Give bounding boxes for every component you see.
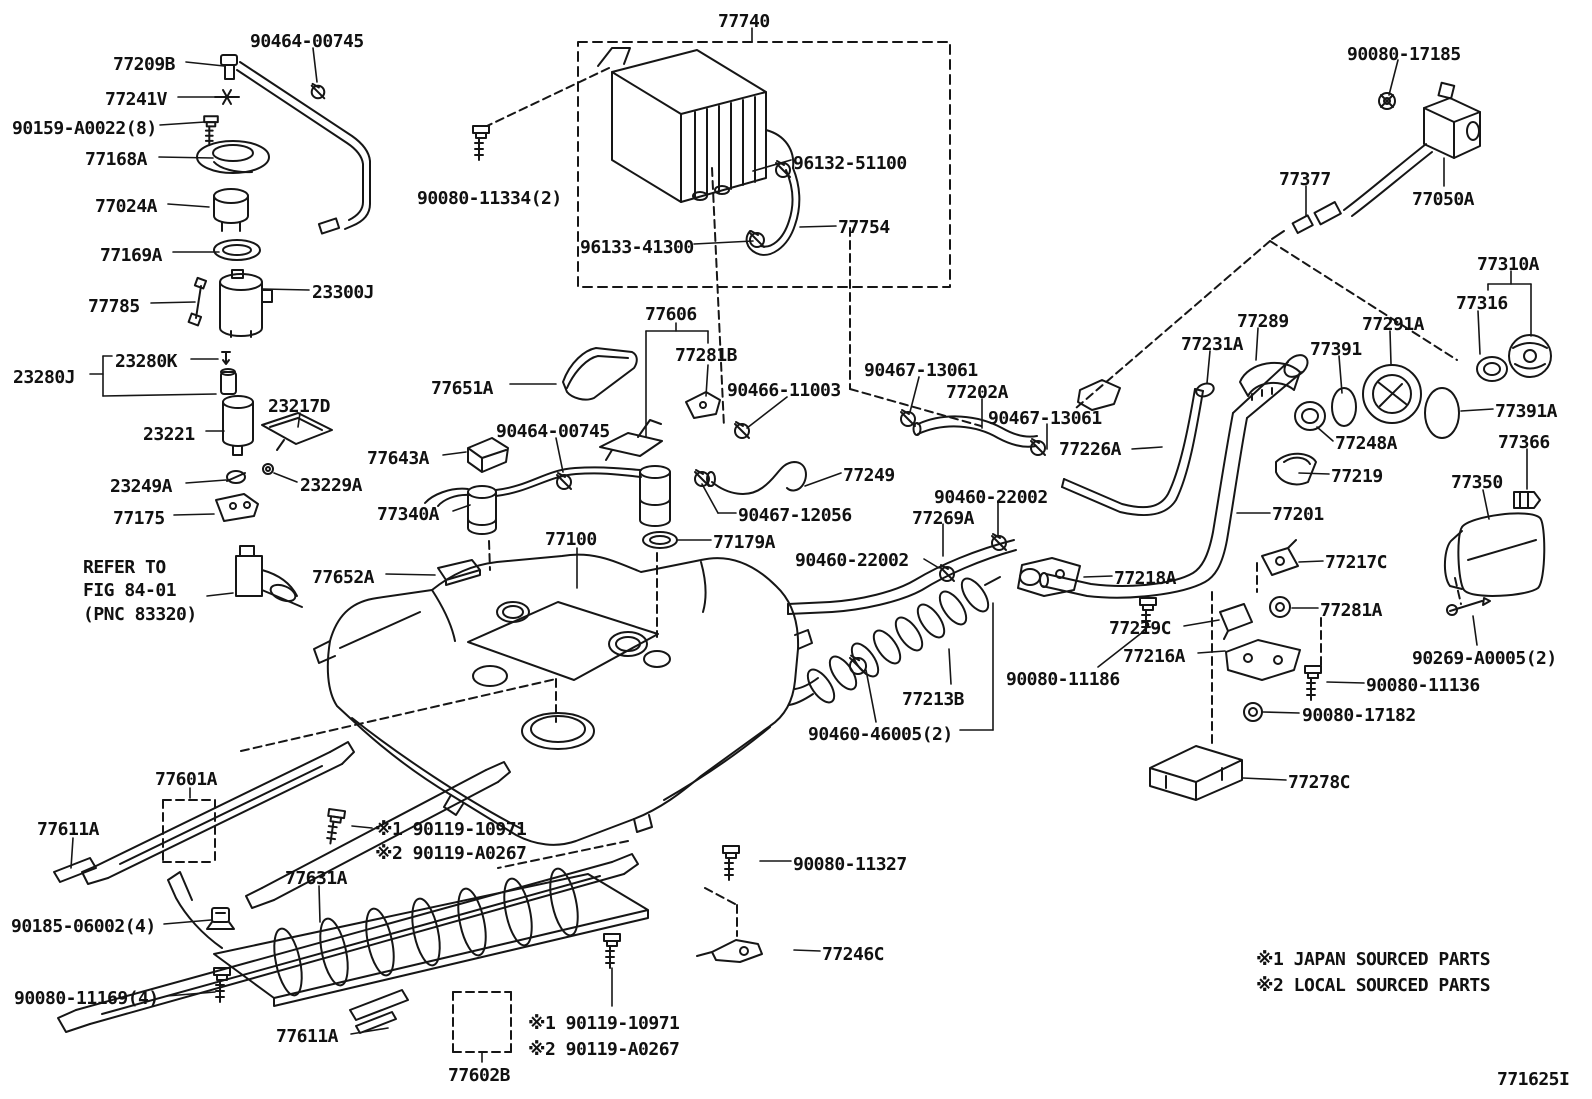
leader-line (164, 920, 211, 924)
leader-lines (71, 28, 1531, 1062)
leader-line (207, 593, 233, 596)
leader-line (159, 157, 213, 158)
leader-line (702, 484, 718, 513)
leader-line (263, 289, 309, 290)
construction-dashed-line (1455, 578, 1461, 604)
leader-line (1317, 427, 1333, 441)
construction-dashed-line (1076, 241, 1270, 408)
breather-hoses-art (788, 533, 1016, 707)
leader-line (1339, 356, 1342, 393)
filler-pipe-art (900, 335, 1551, 800)
construction-dashed-line (489, 541, 490, 570)
construction-dashed-line (241, 679, 556, 751)
leader-line (453, 505, 470, 511)
leader-line (1327, 682, 1364, 683)
tank-straps-art (54, 560, 762, 1033)
leader-line (1473, 616, 1477, 645)
construction-dashed-line (712, 168, 724, 427)
leader-line (167, 992, 215, 996)
leader-line (351, 1028, 388, 1034)
leader-line (556, 438, 563, 472)
fuel-pump-module-art (189, 55, 370, 521)
leader-line (352, 826, 372, 828)
leader-line (949, 649, 951, 684)
leader-line (910, 377, 919, 412)
construction-dashed-line (705, 888, 737, 905)
leader-line (160, 122, 205, 125)
check-valve-unit-art (1272, 83, 1480, 239)
leader-line (319, 886, 320, 922)
leader-line (794, 950, 820, 951)
fuel-tank-art (314, 555, 812, 845)
leader-line (1207, 351, 1210, 383)
leader-line (313, 48, 317, 82)
leader-line (1461, 409, 1493, 411)
leader-line (151, 302, 195, 303)
leader-line (1299, 473, 1329, 474)
leader-line (103, 394, 216, 396)
charcoal-canister-box-art (472, 42, 950, 287)
leader-line (866, 670, 876, 722)
leader-line (1389, 60, 1398, 95)
leader-line (1084, 576, 1112, 577)
leader-line (1299, 561, 1323, 562)
construction-dashed-line (1270, 241, 1457, 360)
leader-line (274, 473, 297, 482)
leader-line (174, 514, 214, 515)
leader-line (924, 559, 939, 568)
leader-line (805, 473, 841, 486)
leader-line (186, 480, 226, 483)
leader-line (1390, 331, 1391, 364)
leader-line (168, 204, 209, 207)
fuel-suction-tube-art (425, 348, 806, 548)
construction-dashed-line (487, 68, 609, 126)
leader-line (1483, 490, 1489, 519)
leader-line (1243, 778, 1286, 780)
leader-line (1132, 447, 1162, 449)
leader-line (753, 160, 791, 171)
leader-line (1098, 631, 1144, 667)
leader-line (186, 62, 224, 66)
leader-line (706, 365, 708, 396)
leader-line (800, 226, 836, 227)
leader-line (747, 397, 787, 428)
construction-dashed-line (498, 841, 628, 868)
leader-line (1263, 712, 1299, 713)
construction-dashed-line (850, 389, 981, 426)
leader-line (298, 413, 300, 427)
leader-line (386, 574, 435, 575)
leader-line (1256, 328, 1258, 360)
leader-line (1478, 311, 1480, 354)
leader-line (71, 838, 73, 868)
leader-line (1184, 620, 1219, 626)
fuel-sender-gauge-art (236, 546, 302, 607)
leader-line (694, 241, 753, 244)
leader-line (443, 452, 466, 455)
